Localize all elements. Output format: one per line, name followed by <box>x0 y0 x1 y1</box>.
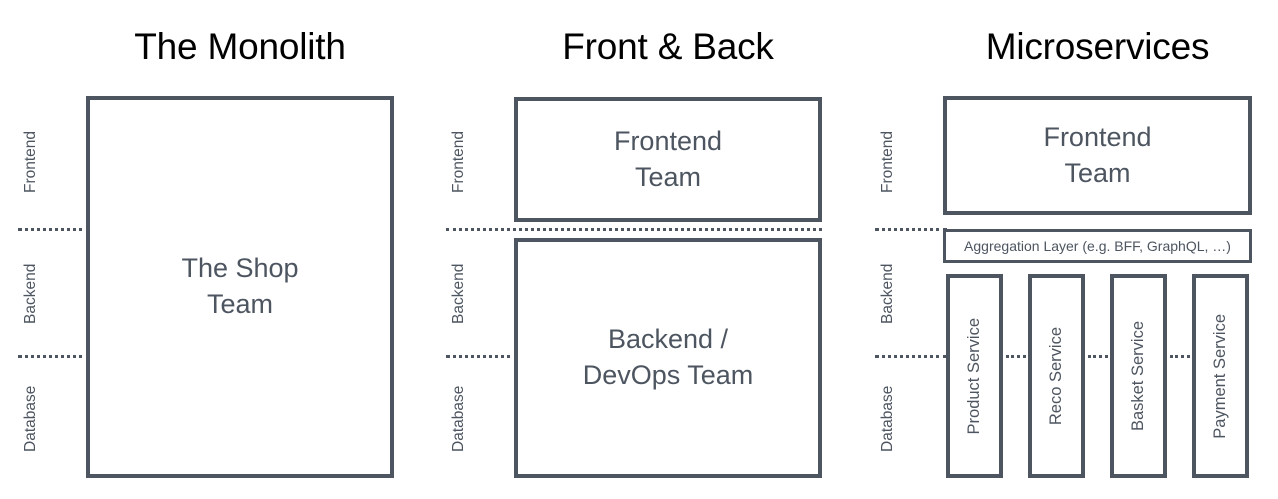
box-backend-devops-team-label: Backend / DevOps Team <box>582 324 754 390</box>
axis-label-frontend: Frontend <box>879 130 896 194</box>
axis-divider-backend-database <box>446 355 518 358</box>
axis-divider-backend-database <box>875 355 947 358</box>
box-product-service-label: Product Service <box>965 317 984 435</box>
axis-monolith: Frontend Backend Database <box>16 96 46 478</box>
box-shop-team[interactable]: The Shop Team <box>86 96 394 478</box>
box-reco-service-label: Reco Service <box>1047 326 1066 426</box>
axis-front-and-back: Frontend Backend Database <box>444 96 474 478</box>
axis-divider-frontend-backend <box>875 228 947 231</box>
panel-title-microservices: Microservices <box>985 26 1210 67</box>
box-frontend-team[interactable]: Frontend Team <box>514 97 822 222</box>
axis-label-database: Database <box>450 385 467 452</box>
box-frontend-team[interactable]: Frontend Team <box>943 96 1252 215</box>
axis-label-frontend: Frontend <box>450 130 467 194</box>
box-backend-devops-team[interactable]: Backend / DevOps Team <box>514 238 822 478</box>
axis-divider-backend-database <box>18 355 90 358</box>
axis-label-frontend: Frontend <box>22 130 39 194</box>
panel-title-front-and-back: Front & Back <box>562 26 774 67</box>
panel-title-monolith: The Monolith <box>134 26 346 67</box>
axis-label-database: Database <box>22 385 39 452</box>
axis-divider-segment-1 <box>1006 355 1026 358</box>
box-reco-service[interactable]: Reco Service <box>1028 274 1085 478</box>
axis-label-backend: Backend <box>22 263 39 324</box>
axis-divider-frontend-backend <box>446 228 822 231</box>
box-frontend-team-label: Frontend Team <box>613 125 723 192</box>
box-product-service[interactable]: Product Service <box>946 274 1003 478</box>
axis-divider-segment-3 <box>1170 355 1190 358</box>
box-basket-service[interactable]: Basket Service <box>1110 274 1167 478</box>
box-payment-service-label: Payment Service <box>1211 313 1230 439</box>
axis-label-backend: Backend <box>879 263 896 324</box>
box-frontend-team-label: Frontend Team <box>1043 121 1152 188</box>
axis-label-database: Database <box>879 385 896 452</box>
axis-microservices: Frontend Backend Database <box>873 96 903 478</box>
axis-divider-segment-2 <box>1088 355 1108 358</box>
box-shop-team-label: The Shop Team <box>181 253 299 319</box>
axis-label-backend: Backend <box>450 263 467 324</box>
box-payment-service[interactable]: Payment Service <box>1192 274 1249 478</box>
axis-divider-frontend-backend <box>18 228 90 231</box>
box-basket-service-label: Basket Service <box>1129 320 1148 432</box>
box-aggregation-layer[interactable]: Aggregation Layer (e.g. BFF, GraphQL, …) <box>943 229 1252 263</box>
box-aggregation-layer-label: Aggregation Layer (e.g. BFF, GraphQL, …) <box>964 237 1231 254</box>
